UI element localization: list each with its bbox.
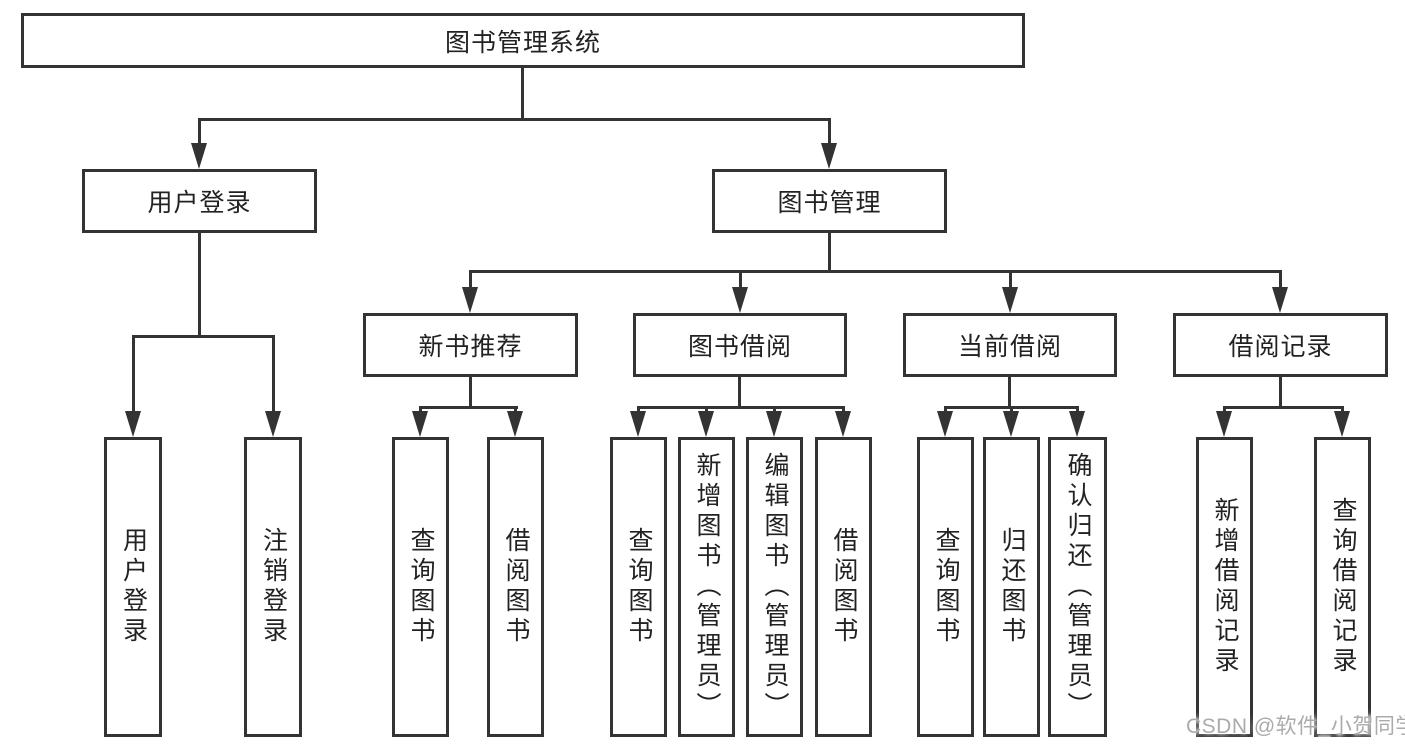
connector-line bbox=[514, 406, 517, 413]
connector-line bbox=[705, 406, 708, 413]
leaf-borrow-books-recommend: 借阅图书 bbox=[487, 437, 544, 737]
leaf-add-book-admin: 新增图书（管理员） bbox=[678, 437, 735, 737]
connector-line bbox=[198, 118, 831, 121]
connector-line bbox=[1076, 406, 1079, 413]
arrowhead-icon bbox=[507, 411, 523, 437]
leaf-return-book: 归还图书 bbox=[983, 437, 1040, 737]
arrowhead-icon bbox=[1216, 411, 1232, 437]
arrowhead-icon bbox=[1272, 287, 1288, 313]
arrowhead-icon bbox=[732, 287, 748, 313]
connector-line bbox=[828, 231, 831, 272]
connector-line bbox=[132, 335, 275, 338]
node-label: 用户登录 bbox=[147, 189, 252, 217]
connector-line bbox=[469, 270, 1282, 273]
node-label: 用户登录 bbox=[119, 527, 148, 647]
connector-line bbox=[738, 375, 741, 408]
node-label: 借阅记录 bbox=[1228, 333, 1333, 361]
node-user-login-branch: 用户登录 bbox=[82, 169, 317, 233]
connector-line bbox=[198, 231, 201, 337]
node-label: 新增图书（管理员） bbox=[693, 452, 721, 722]
connector-line bbox=[637, 406, 640, 413]
arrowhead-icon bbox=[125, 411, 141, 437]
node-label: 新书推荐 bbox=[418, 333, 523, 361]
node-label: 确认归还（管理员） bbox=[1064, 452, 1092, 722]
connector-line bbox=[1223, 406, 1344, 409]
connector-line bbox=[828, 118, 831, 145]
node-borrowing-records: 借阅记录 bbox=[1173, 313, 1388, 377]
leaf-user-login: 用户登录 bbox=[104, 437, 162, 737]
connector-line bbox=[469, 375, 472, 408]
arrowhead-icon bbox=[937, 411, 953, 437]
arrowhead-icon bbox=[191, 143, 207, 169]
node-label: 注销登录 bbox=[259, 527, 288, 647]
arrowhead-icon bbox=[698, 411, 714, 437]
arrowhead-icon bbox=[835, 411, 851, 437]
connector-line bbox=[1279, 375, 1282, 408]
arrowhead-icon bbox=[412, 411, 428, 437]
leaf-add-borrow-record: 新增借阅记录 bbox=[1196, 437, 1253, 737]
connector-line bbox=[469, 270, 472, 289]
connector-line bbox=[637, 406, 845, 409]
node-label: 图书管理系统 bbox=[444, 28, 601, 57]
leaf-query-books-current: 查询图书 bbox=[917, 437, 974, 737]
connector-line bbox=[1009, 270, 1012, 289]
node-library-management-system: 图书管理系统 bbox=[21, 13, 1025, 68]
leaf-logout: 注销登录 bbox=[244, 437, 302, 737]
leaf-query-books-borrowing: 查询图书 bbox=[610, 437, 667, 737]
leaf-confirm-return-admin: 确认归还（管理员） bbox=[1048, 437, 1107, 737]
connector-line bbox=[773, 406, 776, 413]
arrowhead-icon bbox=[630, 411, 646, 437]
node-current-borrowing: 当前借阅 bbox=[903, 313, 1117, 377]
node-label: 归还图书 bbox=[998, 527, 1026, 647]
connector-line bbox=[842, 406, 845, 413]
node-label: 图书管理 bbox=[777, 189, 882, 217]
leaf-query-borrow-record: 查询借阅记录 bbox=[1314, 437, 1371, 737]
node-label: 借阅图书 bbox=[502, 527, 530, 647]
arrowhead-icon bbox=[1334, 411, 1350, 437]
node-label: 当前借阅 bbox=[957, 333, 1062, 361]
node-new-book-recommend: 新书推荐 bbox=[363, 313, 578, 377]
arrowhead-icon bbox=[265, 411, 281, 437]
arrowhead-icon bbox=[766, 411, 782, 437]
node-label: 查询图书 bbox=[932, 527, 960, 647]
node-label: 借阅图书 bbox=[830, 527, 858, 647]
leaf-query-books-recommend: 查询图书 bbox=[392, 437, 449, 737]
arrowhead-icon bbox=[821, 143, 837, 169]
connector-line bbox=[198, 118, 201, 145]
connector-line bbox=[1008, 375, 1011, 408]
connector-line bbox=[132, 335, 135, 413]
node-book-borrowing: 图书借阅 bbox=[633, 313, 847, 377]
node-label: 查询图书 bbox=[625, 527, 653, 647]
connector-line bbox=[1223, 406, 1226, 413]
node-label: 查询图书 bbox=[407, 527, 435, 647]
arrowhead-icon bbox=[1069, 411, 1085, 437]
leaf-edit-book-admin: 编辑图书（管理员） bbox=[746, 437, 803, 737]
connector-line bbox=[944, 406, 947, 413]
connector-line bbox=[419, 406, 422, 413]
watermark-text: CSDN @软件_小贺同学 bbox=[1186, 715, 1405, 738]
node-label: 编辑图书（管理员） bbox=[761, 452, 789, 722]
arrowhead-icon bbox=[462, 287, 478, 313]
connector-line bbox=[1279, 270, 1282, 289]
node-label: 图书借阅 bbox=[687, 333, 792, 361]
connector-line bbox=[1341, 406, 1344, 413]
arrowhead-icon bbox=[1003, 411, 1019, 437]
node-label: 新增借阅记录 bbox=[1211, 497, 1239, 677]
connector-line bbox=[521, 66, 524, 121]
arrowhead-icon bbox=[1002, 287, 1018, 313]
node-label: 查询借阅记录 bbox=[1329, 497, 1357, 677]
node-book-management-branch: 图书管理 bbox=[712, 169, 947, 233]
leaf-borrow-books-borrowing: 借阅图书 bbox=[815, 437, 872, 737]
connector-line bbox=[1010, 406, 1013, 413]
connector-line bbox=[419, 406, 518, 409]
connector-line bbox=[739, 270, 742, 289]
connector-line bbox=[272, 335, 275, 413]
